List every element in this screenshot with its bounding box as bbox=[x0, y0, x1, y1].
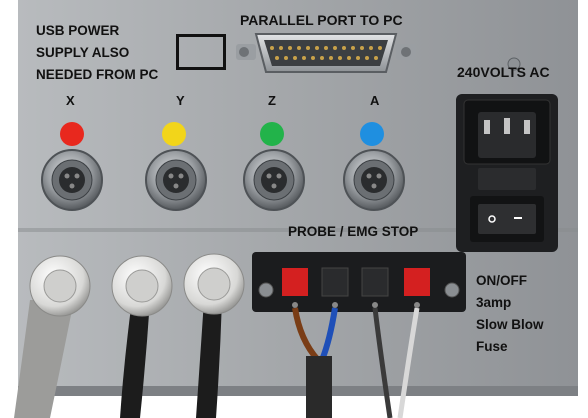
axis-z-label: Z bbox=[268, 93, 276, 108]
switch-fuse-label: ON/OFF 3amp Slow Blow Fuse bbox=[476, 270, 586, 358]
switch-fuse-line-2: 3amp bbox=[476, 295, 512, 310]
probe-emg-stop-label: PROBE / EMG STOP bbox=[288, 224, 419, 239]
led-y bbox=[162, 122, 186, 146]
axis-leds bbox=[60, 122, 384, 146]
on-off-switch bbox=[478, 204, 536, 234]
cable-glands bbox=[14, 253, 245, 418]
usb-power-line-2: SUPPLY ALSO bbox=[36, 45, 130, 60]
switch-fuse-line-1: ON/OFF bbox=[476, 273, 527, 288]
led-z bbox=[260, 122, 284, 146]
axis-x-label: X bbox=[66, 93, 75, 108]
axis-a-label: A bbox=[370, 93, 380, 108]
usb-power-label: USB POWER SUPPLY ALSO NEEDED FROM PC bbox=[36, 20, 186, 86]
led-a bbox=[360, 122, 384, 146]
axis-connectors bbox=[41, 149, 405, 211]
mains-voltage-label: 240VOLTS AC bbox=[457, 64, 550, 80]
led-x bbox=[60, 122, 84, 146]
axis-y-label: Y bbox=[176, 93, 185, 108]
usb-power-line-1: USB POWER bbox=[36, 23, 120, 38]
switch-fuse-line-4: Fuse bbox=[476, 339, 508, 354]
parallel-port-label: PARALLEL PORT TO PC bbox=[240, 12, 403, 28]
usb-power-line-3: NEEDED FROM PC bbox=[36, 67, 159, 82]
usb-port-outline bbox=[176, 34, 226, 70]
switch-fuse-line-3: Slow Blow bbox=[476, 317, 544, 332]
panel-screw bbox=[507, 57, 521, 71]
iec-power-inlet bbox=[456, 94, 558, 252]
probe-estop-terminals bbox=[252, 252, 466, 418]
parallel-port-connector bbox=[236, 33, 416, 73]
